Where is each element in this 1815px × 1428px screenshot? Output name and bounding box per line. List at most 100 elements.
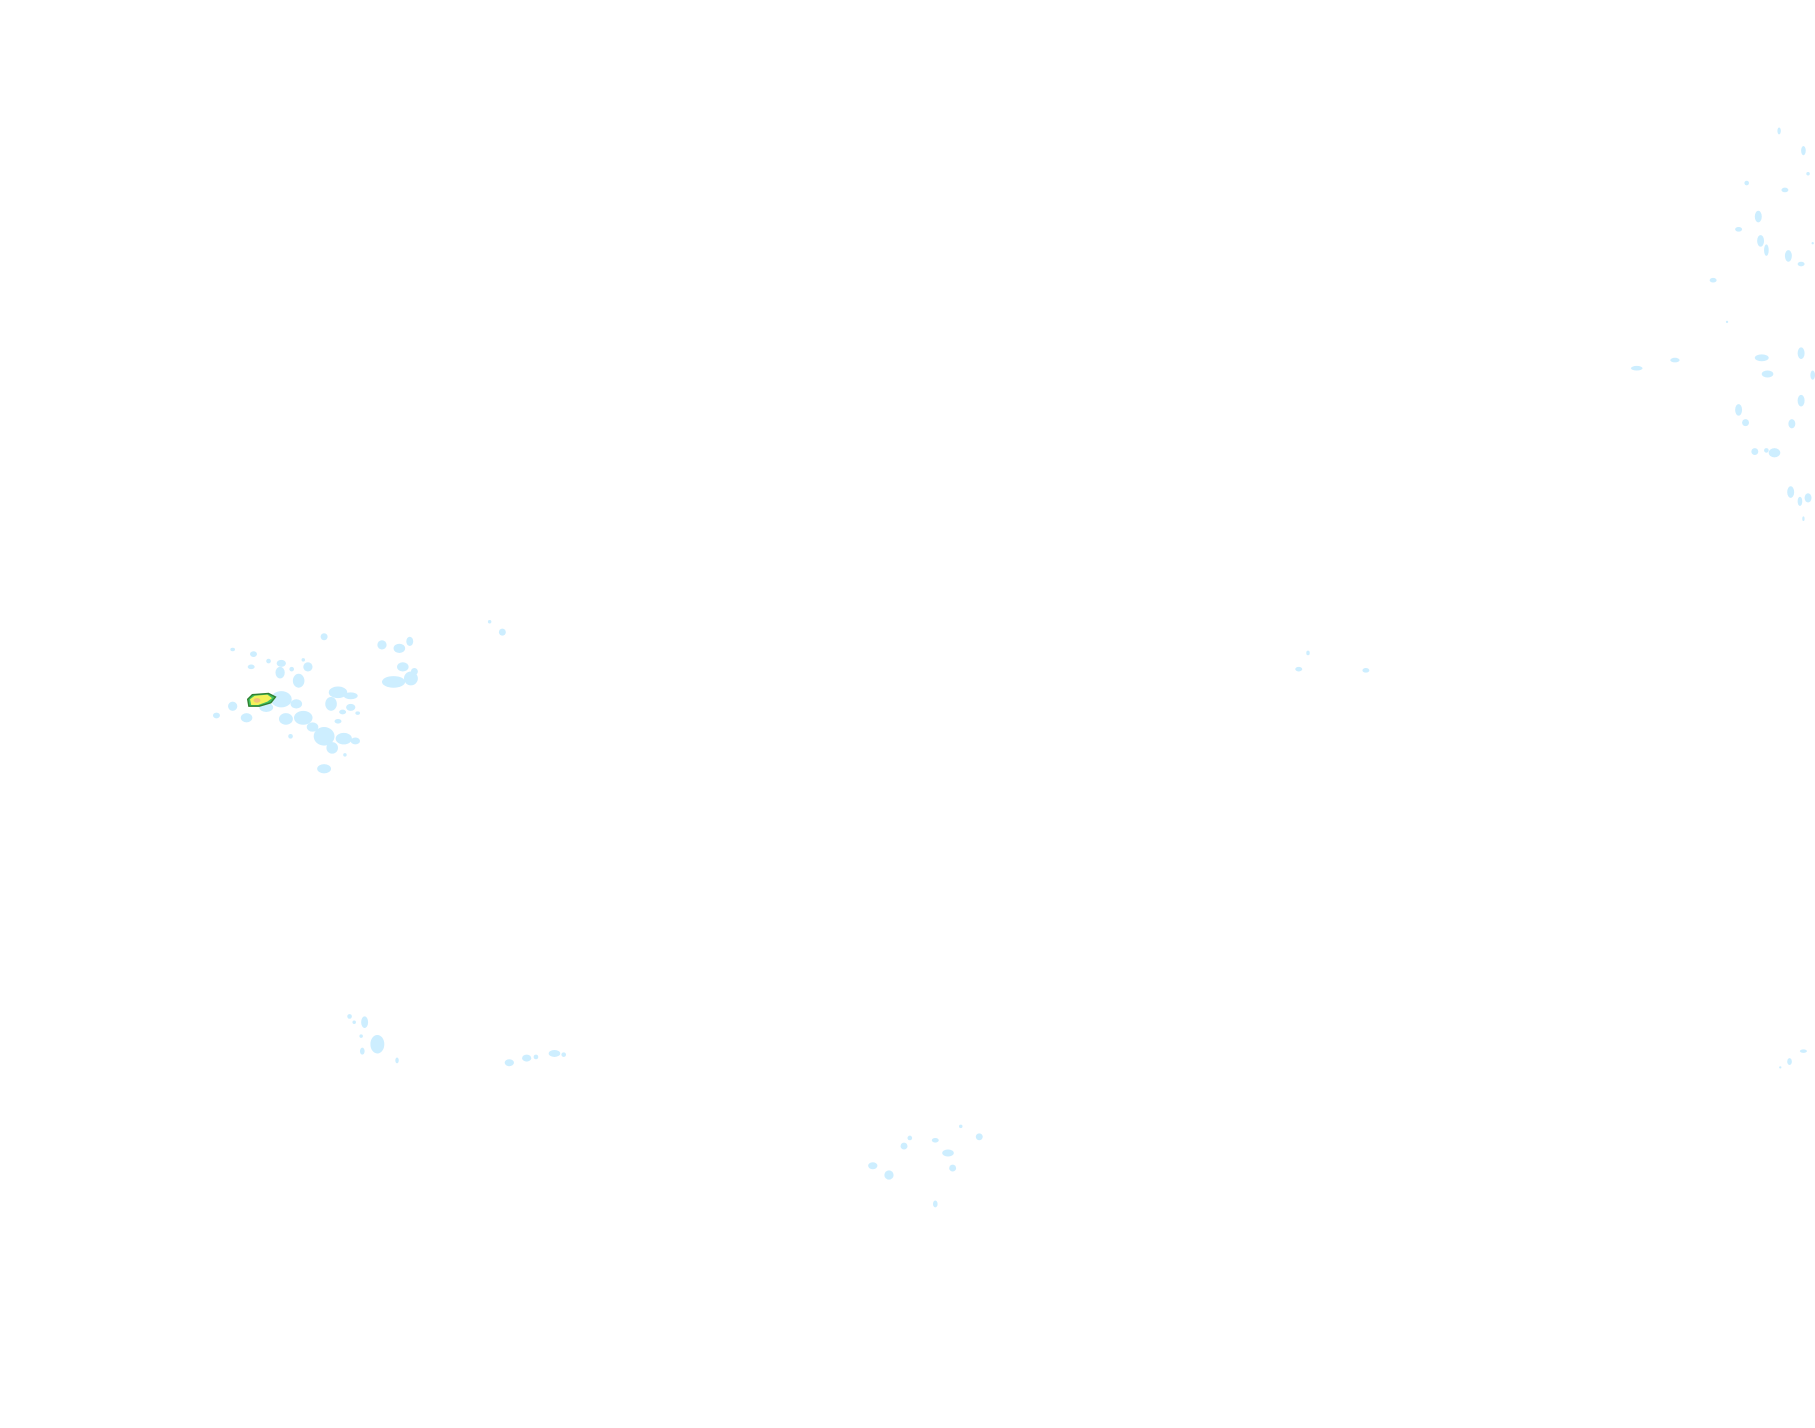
precipitation-cell bbox=[1742, 419, 1750, 427]
precipitation-cell bbox=[275, 666, 285, 679]
precipitation-cell bbox=[266, 658, 271, 664]
precipitation-cell bbox=[1802, 516, 1805, 522]
precipitation-cell bbox=[352, 1020, 356, 1024]
precipitation-cell bbox=[278, 713, 293, 725]
precipitation-cell bbox=[343, 692, 358, 700]
precipitation-cell bbox=[289, 666, 295, 672]
precipitation-cell bbox=[868, 1162, 878, 1170]
precipitation-cell bbox=[361, 1016, 369, 1029]
precipitation-cell bbox=[900, 1142, 908, 1150]
precipitation-cell bbox=[1306, 650, 1310, 656]
precipitation-cell bbox=[347, 1014, 352, 1019]
precipitation-cell bbox=[320, 633, 328, 641]
precipitation-cell bbox=[1735, 226, 1743, 232]
heavy-precipitation-cell bbox=[246, 692, 277, 707]
precipitation-cell bbox=[1754, 354, 1769, 362]
precipitation-cell bbox=[290, 699, 303, 709]
precipitation-cell bbox=[212, 712, 220, 719]
precipitation-cell bbox=[359, 1034, 363, 1038]
precipitation-cell bbox=[932, 1200, 938, 1208]
core bbox=[253, 698, 261, 703]
precipitation-cell bbox=[334, 718, 342, 724]
precipitation-cell bbox=[393, 643, 406, 653]
precipitation-cell bbox=[395, 1057, 399, 1064]
precipitation-cell bbox=[1709, 277, 1717, 283]
precipitation-cell bbox=[487, 619, 492, 624]
precipitation-cell bbox=[1777, 127, 1781, 135]
precipitation-cell bbox=[339, 709, 347, 715]
precipitation-cell bbox=[931, 1137, 939, 1143]
precipitation-cell bbox=[1810, 370, 1815, 380]
light-precipitation-cells bbox=[212, 127, 1815, 1208]
precipitation-cell bbox=[561, 1052, 567, 1057]
precipitation-cell bbox=[1362, 668, 1370, 673]
precipitation-cell bbox=[292, 673, 305, 688]
precipitation-cell bbox=[1764, 448, 1769, 453]
precipitation-cell bbox=[1670, 357, 1680, 363]
precipitation-cell bbox=[1764, 244, 1769, 256]
precipitation-cell bbox=[1797, 394, 1805, 407]
precipitation-cell bbox=[1295, 666, 1303, 672]
precipitation-cell bbox=[370, 1034, 385, 1054]
precipitation-cell bbox=[328, 686, 348, 699]
precipitation-cell bbox=[1797, 496, 1803, 506]
precipitation-cell bbox=[1804, 493, 1812, 503]
precipitation-cell bbox=[317, 764, 332, 774]
precipitation-cell bbox=[1799, 1049, 1807, 1053]
precipitation-cell bbox=[294, 710, 313, 725]
precipitation-cell bbox=[228, 701, 238, 711]
precipitation-cell bbox=[1779, 1066, 1782, 1069]
precipitation-cell bbox=[276, 659, 286, 667]
precipitation-cell bbox=[303, 662, 313, 672]
precipitation-cell bbox=[1806, 172, 1810, 176]
precipitation-cell bbox=[346, 703, 356, 711]
precipitation-cell bbox=[1630, 365, 1643, 371]
precipitation-cell bbox=[1784, 250, 1792, 262]
precipitation-cell bbox=[301, 658, 306, 662]
precipitation-cell bbox=[359, 1047, 365, 1055]
precipitation-cell bbox=[1797, 347, 1805, 359]
precipitation-cell bbox=[1801, 145, 1806, 156]
precipitation-cell bbox=[343, 753, 347, 757]
precipitation-cell bbox=[247, 664, 255, 670]
precipitation-cell bbox=[1761, 370, 1774, 378]
precipitation-cell bbox=[250, 651, 257, 658]
precipitation-cell bbox=[942, 1149, 954, 1157]
precipitation-cell bbox=[1768, 448, 1781, 458]
precipitation-cell bbox=[1811, 242, 1814, 245]
precipitation-cell bbox=[1725, 320, 1729, 324]
precipitation-cell bbox=[288, 733, 293, 739]
precipitation-cell bbox=[355, 711, 360, 715]
precipitation-cell bbox=[504, 1059, 514, 1067]
precipitation-cell bbox=[410, 668, 418, 675]
precipitation-cell bbox=[240, 713, 253, 723]
precipitation-cell bbox=[498, 628, 506, 636]
precipitation-cell bbox=[406, 636, 414, 647]
precipitation-cell bbox=[326, 742, 338, 754]
precipitation-cell bbox=[949, 1164, 957, 1172]
precipitation-cell bbox=[907, 1135, 913, 1141]
precipitation-cell bbox=[306, 722, 319, 732]
precipitation-cell bbox=[1788, 419, 1796, 429]
precipitation-cell bbox=[403, 671, 418, 686]
precipitation-cell bbox=[1781, 187, 1789, 193]
precipitation-cell bbox=[1744, 180, 1750, 186]
precipitation-cell bbox=[1797, 261, 1805, 267]
precipitation-cell bbox=[397, 662, 409, 672]
precipitation-cell bbox=[548, 1049, 561, 1057]
precipitation-cell bbox=[325, 696, 337, 711]
precipitation-cell bbox=[377, 640, 387, 650]
precipitation-cell bbox=[533, 1054, 539, 1060]
precipitation-cell bbox=[335, 732, 352, 745]
precipitation-cell bbox=[1754, 210, 1762, 223]
precipitation-cell bbox=[1735, 404, 1743, 416]
precipitation-cell bbox=[884, 1170, 894, 1180]
precipitation-cell bbox=[975, 1133, 983, 1141]
precipitation-cell bbox=[1757, 235, 1765, 247]
precipitation-cell bbox=[230, 647, 235, 652]
precipitation-cell bbox=[381, 676, 406, 688]
precipitation-cell bbox=[959, 1124, 963, 1129]
precipitation-cell bbox=[313, 727, 335, 746]
